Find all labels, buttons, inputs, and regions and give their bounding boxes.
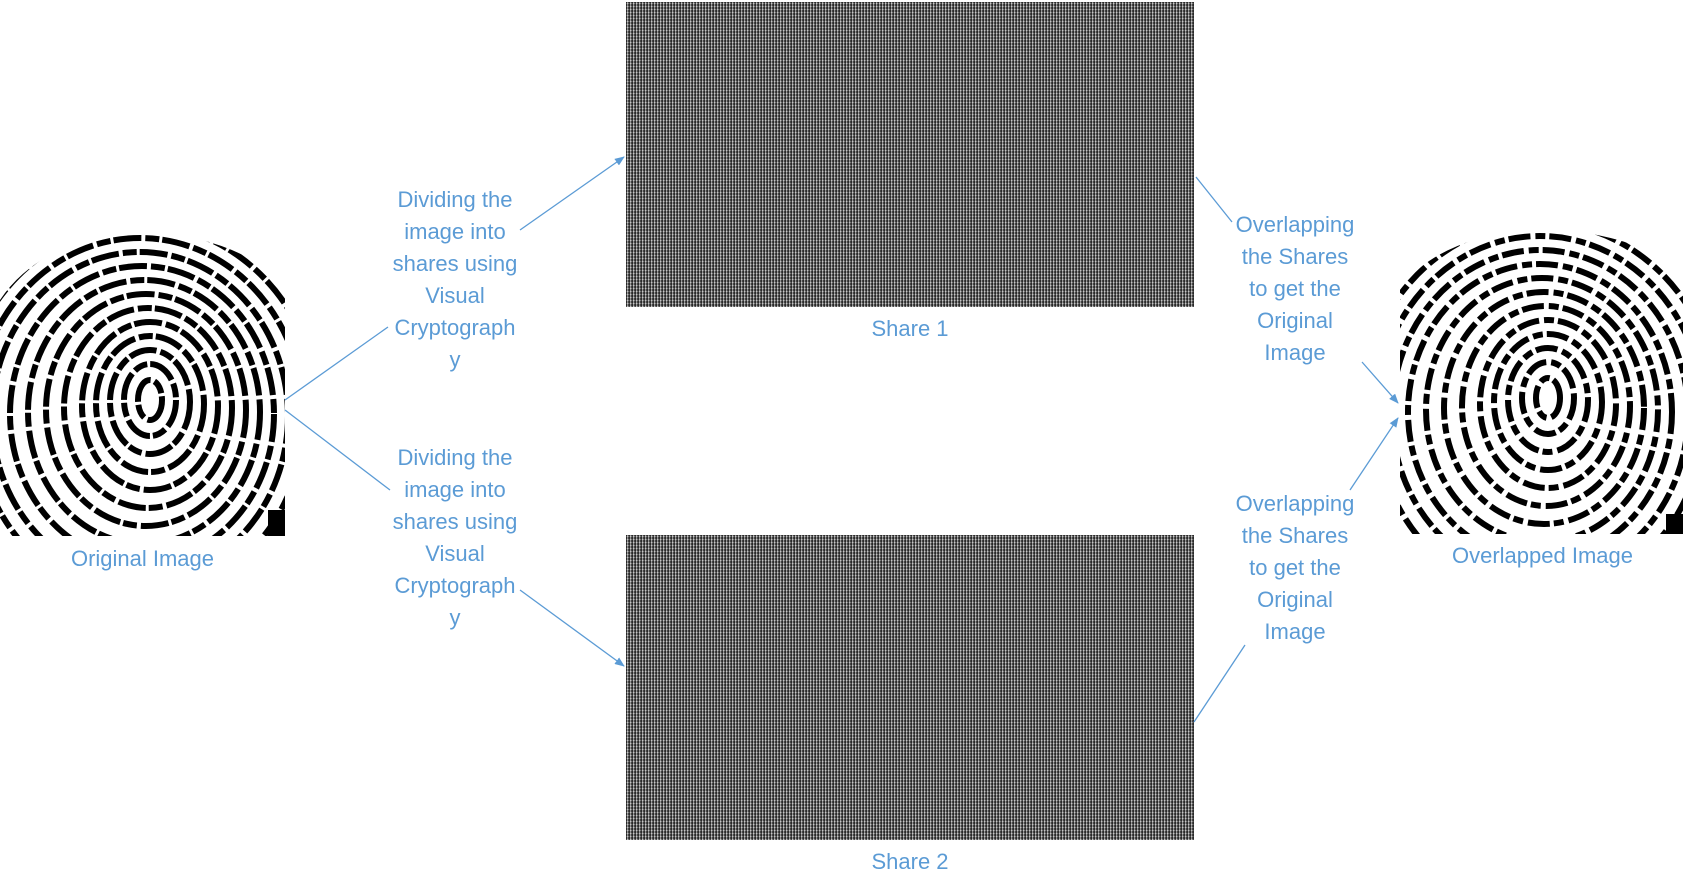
arrow-original-to-label-top [284, 326, 389, 401]
share-1-caption: Share 1 [871, 316, 949, 341]
divide-step-label-top: Dividing the image into shares using Vis… [392, 187, 518, 372]
share-1-image [626, 2, 1194, 307]
overlapped-image-caption: Overlapped Image [1452, 543, 1633, 568]
overlap-step-label-top: Overlapping the Shares to get the Origin… [1235, 212, 1355, 365]
arrow-overlap-label-to-result-bottom [1349, 417, 1399, 491]
arrow-share-2-to-overlap-label [1193, 644, 1246, 723]
overlap-step-label-bottom: Overlapping the Shares to get the Origin… [1235, 491, 1355, 644]
overlapped-fingerprint-image [1400, 228, 1683, 534]
share-2-caption: Share 2 [871, 849, 949, 874]
arrow-label-top-to-share-1 [519, 156, 625, 231]
share-2-image [626, 535, 1194, 840]
divide-step-label-bottom: Dividing the image into shares using Vis… [392, 445, 518, 630]
original-fingerprint-image [0, 230, 285, 536]
fingerprint-graphic [0, 230, 285, 536]
arrow-label-bottom-to-share-2 [519, 589, 625, 667]
original-image-caption: Original Image [70, 546, 215, 571]
overlapped-fingerprint-graphic [1400, 228, 1683, 534]
